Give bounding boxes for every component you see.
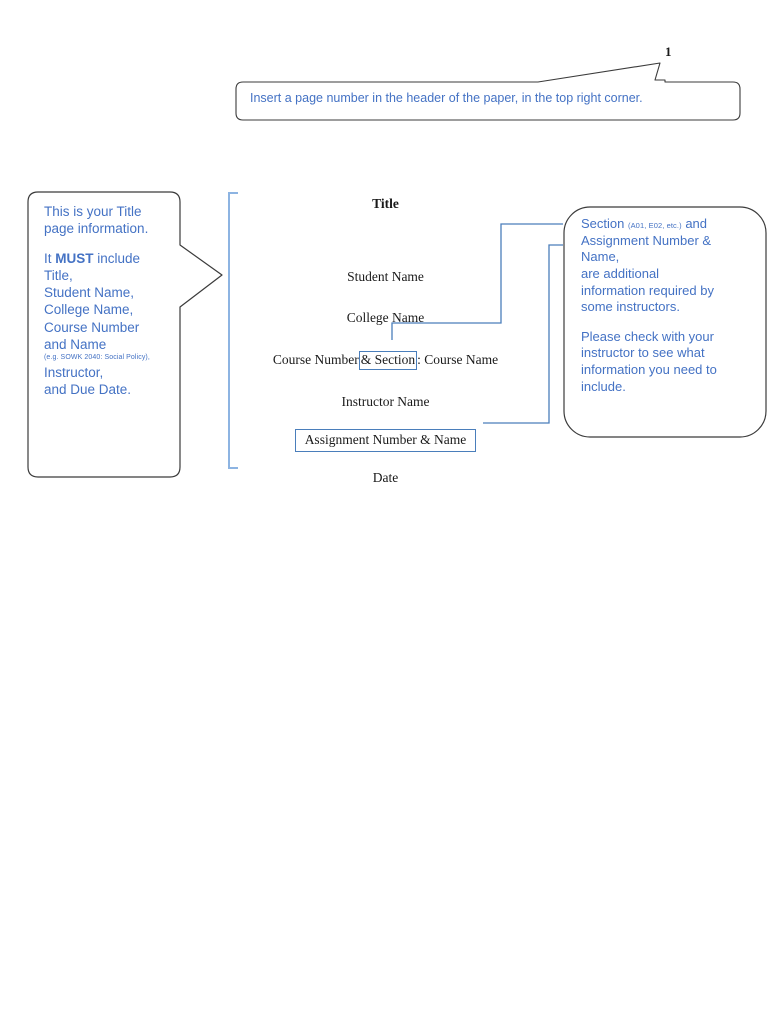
callout-line: This is your Title bbox=[44, 204, 142, 219]
callout-line: Instructor, bbox=[44, 364, 104, 380]
callout-line: instructor to see what bbox=[581, 345, 705, 361]
titlepage-course-line: Course Number& Section: Course Name bbox=[243, 351, 528, 370]
header-callout-text: Insert a page number in the header of th… bbox=[250, 91, 643, 105]
titlepage-course-prefix: Course Number bbox=[272, 352, 359, 367]
callout-line: College Name, bbox=[44, 302, 134, 318]
callout-line: Title, bbox=[44, 267, 73, 283]
callout-line: and Name bbox=[44, 336, 107, 352]
text-spacer bbox=[44, 238, 172, 250]
titlepage-college-name: College Name bbox=[346, 310, 425, 325]
titlepage-title: Title bbox=[372, 196, 399, 211]
callout-emphasis: MUST bbox=[55, 250, 94, 266]
callout-line: information required by bbox=[581, 282, 714, 298]
callout-text-fragment: include bbox=[93, 250, 141, 266]
titlepage-instructor-name: Instructor Name bbox=[341, 393, 430, 409]
callout-text-fragment: It bbox=[44, 250, 56, 266]
titlepage-assignment-line: Assignment Number & Name bbox=[243, 428, 528, 452]
callout-line: (e.g. SOWK 2040: Social Policy), bbox=[44, 354, 150, 362]
callout-line: Course Number bbox=[44, 319, 140, 335]
callout-text-fragment: and bbox=[681, 216, 708, 231]
page-number: 1 bbox=[665, 44, 672, 59]
callout-text-fragment: Section bbox=[581, 216, 628, 231]
callout-line: It MUST include bbox=[44, 250, 172, 267]
callout-line: include. bbox=[581, 378, 626, 394]
callout-line: Student Name, bbox=[44, 285, 135, 301]
callout-line: information you need to bbox=[581, 362, 717, 377]
titlepage-course-suffix: : Course Name bbox=[417, 352, 499, 367]
callout-line: Section (A01, E02, etc.) and bbox=[581, 216, 741, 233]
titlepage-section-boxed[interactable]: & Section bbox=[358, 351, 418, 370]
callout-line: Name, bbox=[581, 249, 620, 265]
callout-line: some instructors. bbox=[581, 299, 680, 315]
callout-fineprint: (A01, E02, etc.) bbox=[627, 221, 682, 230]
callout-line: Please check with your bbox=[581, 328, 714, 344]
text-spacer bbox=[581, 316, 741, 329]
titlepage-bracket bbox=[228, 192, 238, 469]
titlepage-assignment-boxed[interactable]: Assignment Number & Name bbox=[294, 428, 477, 452]
titlepage-date: Date bbox=[372, 469, 399, 485]
callout-line: Assignment Number & bbox=[581, 232, 712, 248]
left-callout-text: This is your Title page information. It MU… bbox=[44, 203, 172, 398]
title-page-mock: Title Student Name College Name Course N… bbox=[243, 196, 528, 486]
callout-line: and Due Date. bbox=[44, 381, 132, 397]
callout-line: are additional bbox=[581, 265, 660, 281]
titlepage-student-name: Student Name bbox=[347, 269, 424, 284]
callout-line: page information. bbox=[44, 221, 149, 237]
